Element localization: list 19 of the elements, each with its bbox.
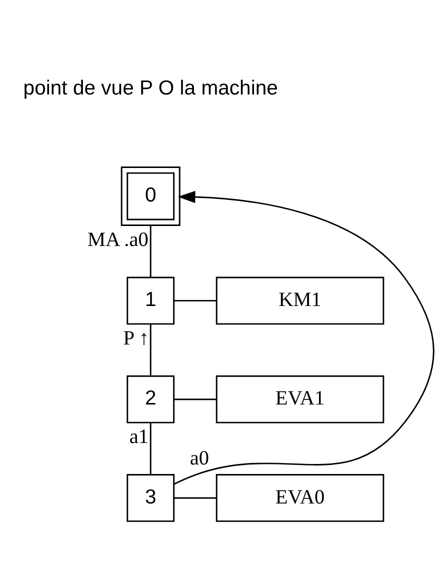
connector — [174, 299, 216, 301]
connector — [174, 496, 216, 498]
arrow — [174, 190, 434, 484]
edge-label: MA .a0 — [88, 228, 148, 251]
node-box: 0 — [120, 166, 180, 226]
connector — [150, 224, 152, 276]
node-box: KM1 — [216, 276, 384, 324]
connector — [150, 324, 152, 376]
node-box: 2 — [126, 374, 175, 423]
label: point de vue P O la machine — [23, 76, 278, 99]
connector — [174, 398, 216, 400]
node-box: EVA1 — [216, 374, 384, 423]
edge-label: a0 — [190, 446, 210, 469]
node-box: 3 — [126, 474, 175, 522]
node-box: EVA0 — [216, 474, 384, 522]
node-box: 1 — [126, 276, 175, 324]
edge-label: a1 — [129, 426, 149, 448]
edge-label: P ↑ — [123, 327, 149, 350]
connector — [150, 422, 152, 474]
